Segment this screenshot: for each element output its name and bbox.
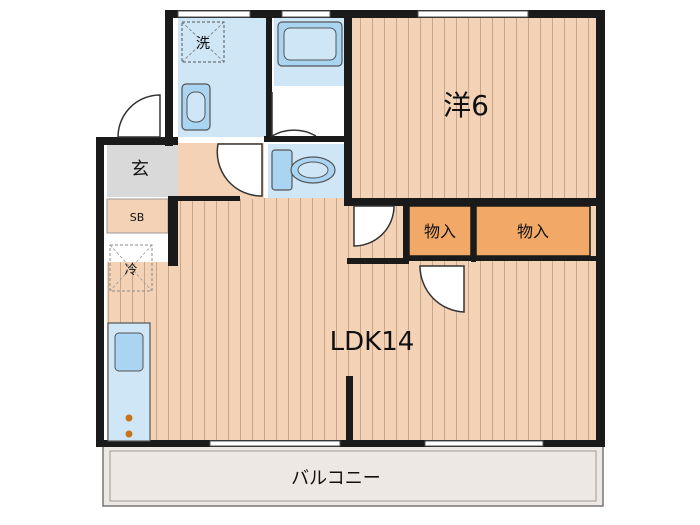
stove-burner-icon bbox=[125, 414, 133, 438]
washer-space: 洗 bbox=[181, 21, 225, 63]
closet-large-label: 物入 bbox=[517, 222, 549, 241]
laundry-label: 洗 bbox=[196, 36, 210, 52]
kitchen-counter bbox=[107, 322, 151, 442]
ldk-label: LDK14 bbox=[330, 327, 415, 357]
wash-basin bbox=[181, 83, 211, 131]
bathtub bbox=[277, 21, 343, 67]
closet-large bbox=[475, 205, 591, 257]
windows bbox=[177, 10, 544, 447]
genkan-label: 玄 bbox=[131, 159, 149, 180]
fridge-label: 冷 bbox=[124, 263, 137, 278]
toilet-icon bbox=[271, 149, 336, 191]
genkan-floor bbox=[107, 145, 178, 197]
door-swings bbox=[117, 92, 465, 313]
fridge-space: 冷 bbox=[109, 244, 153, 292]
closet-small-label: 物入 bbox=[424, 222, 456, 241]
shoe-box bbox=[106, 198, 169, 234]
shoe-box-label: SB bbox=[130, 211, 145, 224]
balcony: バルコニー bbox=[102, 445, 604, 507]
balcony-label: バルコニー bbox=[291, 468, 381, 489]
walls bbox=[96, 10, 605, 447]
western-room-floor bbox=[351, 16, 596, 198]
western-room-label: 洋6 bbox=[443, 89, 489, 122]
